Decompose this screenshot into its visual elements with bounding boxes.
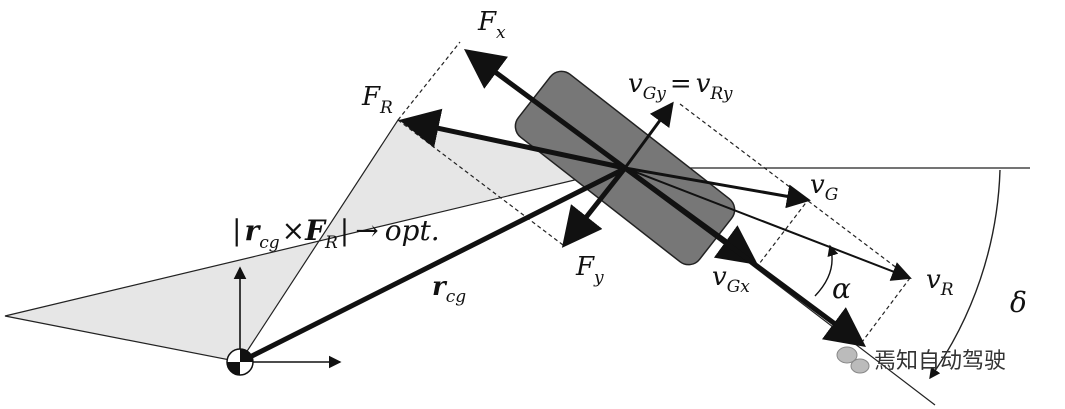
origin-frame [233,266,342,369]
alpha-label: α [832,272,851,305]
rcg-arrow [238,167,624,365]
fy-arrow [561,166,627,248]
force-arrows [238,49,867,365]
vgx-label: vGx [712,262,750,297]
vg-arrow [624,166,811,209]
watermark-text: 焉知自动驾驶 [874,349,1006,374]
construction-lines [397,41,911,343]
wechat-icon [836,346,870,374]
alpha-arc [814,244,839,297]
vr-arrow [624,167,912,281]
fx-label: Fx [477,7,506,43]
x-axis-arrow [623,165,867,347]
fy-label: Fy [575,252,604,288]
vgy-vry-label: vGy=vRy [628,69,733,104]
vg-label: vG [810,170,838,205]
fx-arrow [463,49,627,171]
velocity-arrows [623,101,912,281]
fr-label: FR [361,82,393,118]
watermark: 焉知自动驾驶 [836,346,1006,374]
delta-label: δ [1010,286,1027,319]
vr-label: vR [926,265,954,300]
moment-formula: |rcg×FR|→opt. [232,214,440,253]
vgy-arrow [623,101,674,169]
fr-arrow [399,108,626,171]
cg-symbol [226,348,254,376]
delta-arc [929,169,1001,380]
rcg-label: rcg [432,272,466,307]
